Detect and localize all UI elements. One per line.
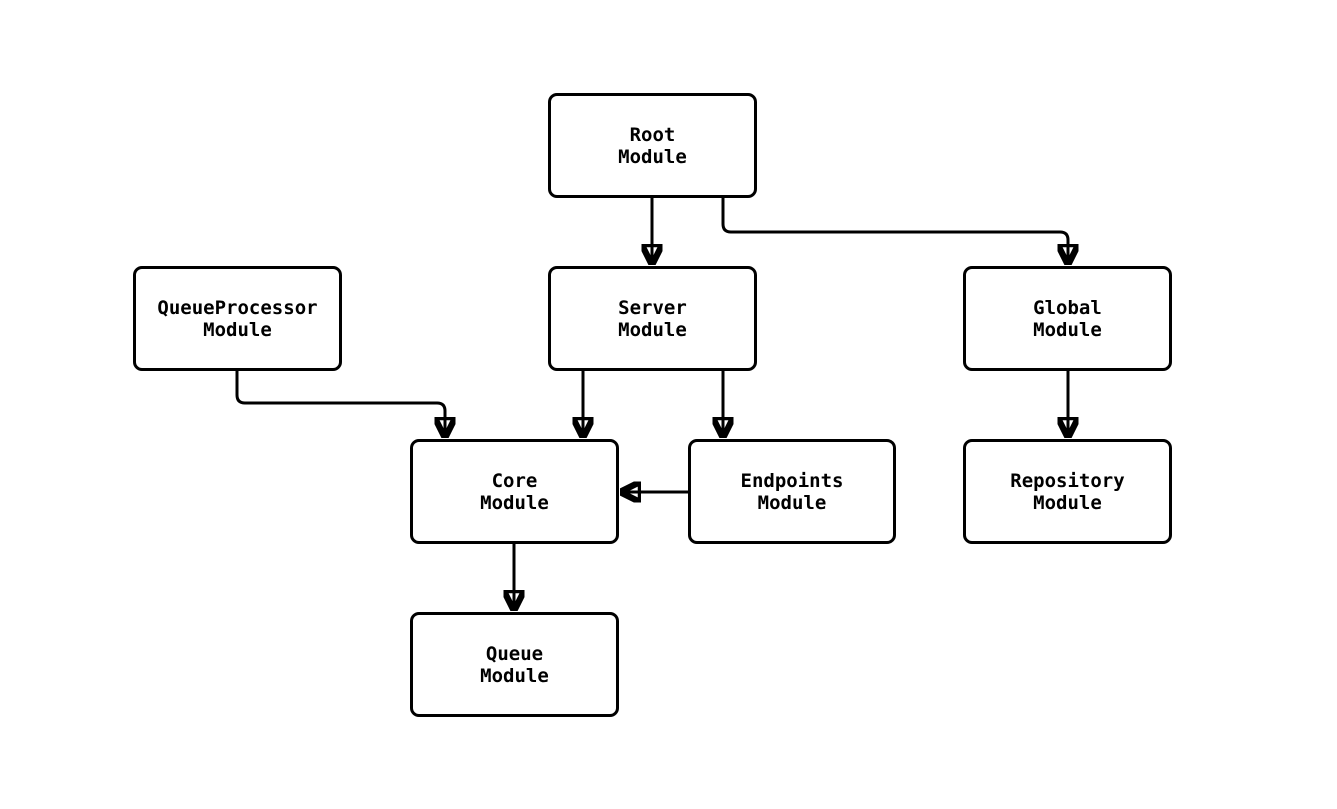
node-global-module-label: Global Module xyxy=(1033,296,1102,341)
node-queue-module: Queue Module xyxy=(410,612,619,717)
edge-queueprocessor-to-core xyxy=(235,371,445,436)
node-queueprocessor-module-label: QueueProcessor Module xyxy=(157,296,318,341)
node-root-module-label: Root Module xyxy=(618,123,687,168)
node-queueprocessor-module: QueueProcessor Module xyxy=(133,266,342,371)
node-server-module: Server Module xyxy=(548,266,757,371)
node-core-module: Core Module xyxy=(410,439,619,544)
node-root-module: Root Module xyxy=(548,93,757,198)
node-repository-module-label: Repository Module xyxy=(1010,469,1125,514)
node-endpoints-module: Endpoints Module xyxy=(688,439,896,544)
node-repository-module: Repository Module xyxy=(963,439,1172,544)
node-server-module-label: Server Module xyxy=(618,296,687,341)
edge-root-to-global xyxy=(721,198,1068,263)
node-core-module-label: Core Module xyxy=(480,469,549,514)
node-endpoints-module-label: Endpoints Module xyxy=(740,469,844,514)
node-global-module: Global Module xyxy=(963,266,1172,371)
node-queue-module-label: Queue Module xyxy=(480,642,549,687)
